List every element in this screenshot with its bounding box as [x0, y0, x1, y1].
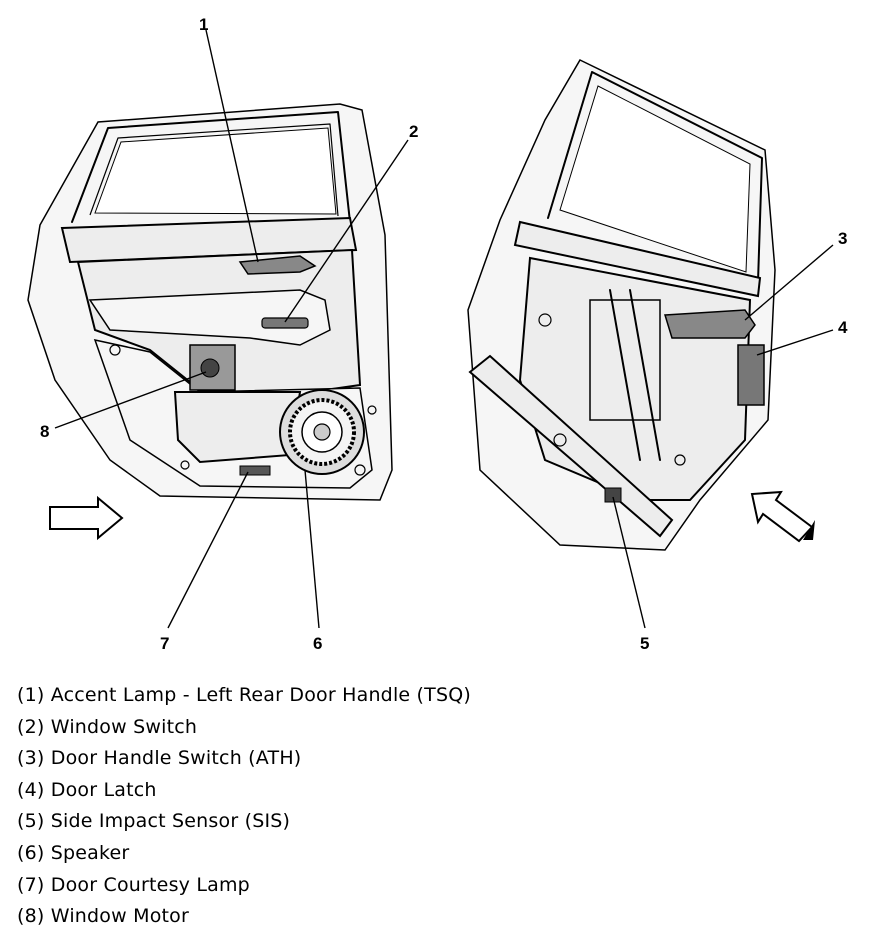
- leader-lines: [54, 29, 834, 629]
- door-component-diagram: 1 2 3 4 5 6 7 8: [27, 15, 848, 653]
- right-direction-arrow: [750, 490, 814, 543]
- legend-item-side-impact-sensor: (5) Side Impact Sensor (SIS): [17, 810, 291, 833]
- callout-5: 5: [640, 634, 649, 653]
- component-legend: (1) Accent Lamp - Left Rear Door Handle …: [17, 680, 471, 933]
- callout-2: 2: [409, 122, 418, 141]
- callout-6: 6: [313, 634, 322, 653]
- right-door-structure-view: [467, 59, 776, 551]
- callout-3: 3: [838, 229, 847, 248]
- legend-item-door-courtesy-lamp: (7) Door Courtesy Lamp: [17, 873, 250, 896]
- legend-item-door-handle-switch: (3) Door Handle Switch (ATH): [17, 747, 302, 770]
- left-direction-arrow: [49, 495, 124, 541]
- legend-item-speaker: (6) Speaker: [17, 841, 130, 864]
- speaker-shape: [279, 389, 365, 475]
- legend-item-window-switch: (2) Window Switch: [17, 715, 198, 738]
- window-motor-shape: [189, 344, 236, 391]
- callout-7: 7: [160, 634, 169, 653]
- callout-1: 1: [199, 15, 208, 34]
- legend-item-accent-lamp: (1) Accent Lamp - Left Rear Door Handle …: [17, 684, 471, 706]
- legend-item-door-latch: (4) Door Latch: [17, 778, 157, 801]
- callout-8: 8: [40, 422, 49, 441]
- legend-item-window-motor: (8) Window Motor: [17, 905, 190, 928]
- left-door-interior-view: [27, 103, 393, 501]
- callout-4: 4: [838, 318, 848, 337]
